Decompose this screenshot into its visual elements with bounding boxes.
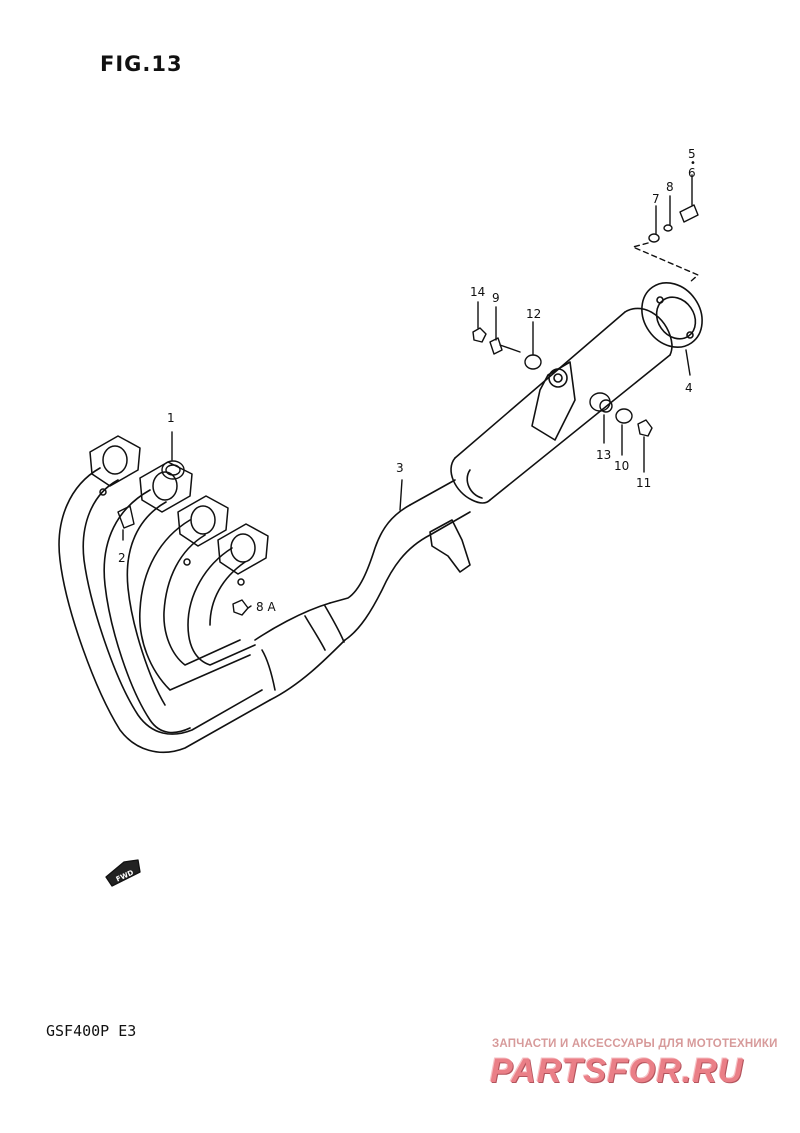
callout-5: 5 (688, 147, 696, 161)
callout-12: 12 (526, 307, 541, 321)
end-cap (641, 282, 703, 348)
callout-14: 14 (470, 285, 485, 299)
washer-8 (663, 224, 673, 232)
gasket (161, 460, 185, 480)
bolt-9 (489, 337, 521, 355)
callout-6: 6 (688, 166, 696, 180)
stud-bolt (117, 505, 135, 529)
bolt-6 (679, 204, 699, 223)
callout-3: 3 (396, 461, 404, 475)
callout-4: 4 (685, 381, 693, 395)
callout-7: 7 (652, 192, 660, 206)
fwd-arrow-icon (105, 859, 141, 887)
washer-7 (648, 233, 660, 243)
callout-13: 13 (596, 448, 611, 462)
callout-10: 10 (614, 459, 629, 473)
svg-text:•: • (690, 158, 696, 169)
model-label: GSF400P E3 (46, 1022, 137, 1040)
watermark-brand: PARTSFOR.RU (490, 1052, 744, 1090)
callout-11: 11 (636, 476, 651, 490)
watermark-tagline: ЗАПЧАСТИ И АКСЕССУАРЫ ДЛЯ МОТОТЕХНИКИ (492, 1038, 778, 1050)
muffler (450, 307, 673, 504)
callout-1: 1 (167, 411, 175, 425)
figure-title: FIG.13 (100, 52, 183, 76)
callout-2: 2 (118, 551, 126, 565)
spacer-12 (524, 354, 542, 370)
exhaust-headers (58, 467, 271, 754)
hardware-parts (117, 174, 699, 616)
nut-8a (232, 599, 249, 616)
washer-10 (615, 408, 633, 424)
header-flanges (89, 435, 269, 586)
collector-pipe (254, 479, 471, 701)
callout-9: 9 (492, 291, 500, 305)
callout-8a: 8 A (256, 600, 276, 614)
callout-8: 8 (666, 180, 674, 194)
nut-11 (637, 419, 653, 437)
nut-14 (472, 327, 487, 343)
